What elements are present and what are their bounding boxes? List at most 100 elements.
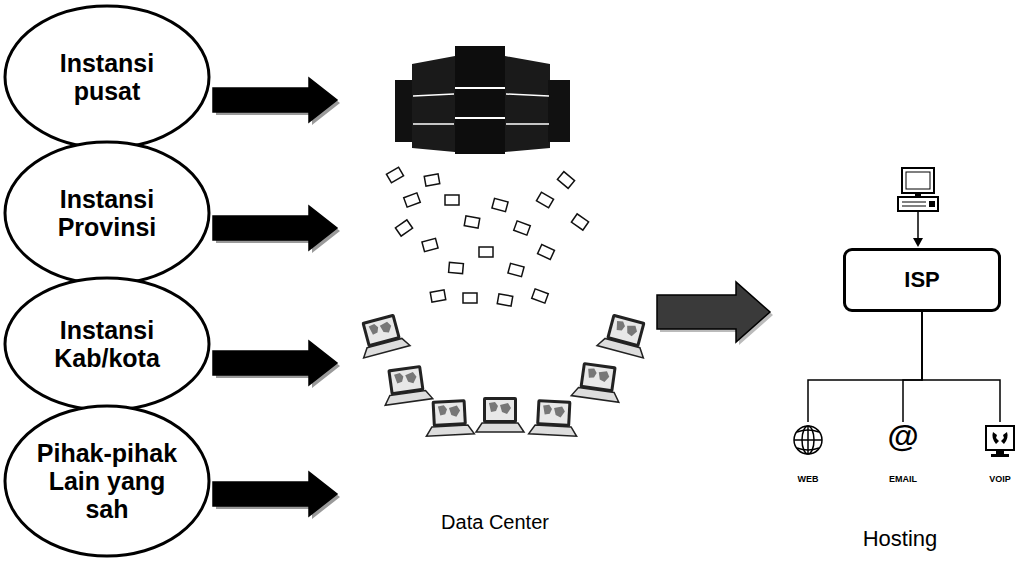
server-racks (455, 117, 505, 119)
voip-phone-icon (986, 426, 1014, 457)
flying-documents (538, 245, 555, 260)
flying-documents (557, 172, 574, 189)
block-arrow (213, 78, 337, 122)
flying-documents (532, 289, 549, 303)
server-racks (413, 94, 454, 96)
node-label: Data Center (441, 511, 549, 533)
block-arrow (213, 206, 337, 250)
flying-documents (422, 238, 438, 251)
laptop-ring (355, 312, 410, 358)
laptop-ring (529, 399, 579, 436)
flying-documents (386, 167, 588, 306)
client-computer (906, 172, 930, 189)
isp-box: ISP (843, 248, 1001, 312)
flying-documents (404, 193, 421, 207)
flying-documents (386, 167, 403, 183)
flying-documents (479, 247, 493, 257)
node-label: Pihak-pihak Lain yang sah (27, 439, 187, 523)
node-label: Instansi Kab/kota (27, 316, 187, 372)
flying-documents (445, 195, 459, 205)
block-arrow (657, 282, 770, 342)
flying-documents (571, 214, 588, 230)
laptop-ring (597, 312, 652, 358)
block-arrow (213, 206, 340, 253)
client-to-isp-arrow (913, 238, 923, 247)
web-globe-icon (794, 426, 822, 454)
block-arrow (657, 282, 773, 345)
web-globe-icon (807, 426, 809, 454)
node-label: Instansi pusat (27, 49, 187, 105)
voip-phone-icon (996, 450, 1004, 454)
ellipse-outline (5, 278, 209, 410)
flying-documents (430, 290, 446, 302)
node-label: WEB (798, 474, 819, 484)
server-racks (505, 56, 550, 152)
server-racks (506, 94, 549, 96)
client-computer (898, 197, 938, 211)
connector-line (922, 312, 1000, 422)
source-ellipse: Instansi pusat (3, 4, 211, 150)
arrow-shadow (216, 475, 340, 519)
source-ellipse: Pihak-pihak Lain yang sah (3, 404, 211, 558)
flying-documents (514, 221, 531, 235)
voip-phone-icon (986, 426, 1014, 450)
email-at-symbol: @ (883, 418, 923, 455)
connector-line (922, 312, 1000, 422)
block-arrow (213, 341, 340, 388)
arrow-shadow (216, 81, 340, 125)
source-ellipse: Instansi Kab/kota (3, 276, 211, 412)
arrow-shadow (216, 209, 340, 253)
flying-documents (395, 220, 412, 236)
connector-line (903, 312, 922, 422)
laptop-ring (571, 361, 623, 402)
flying-documents (497, 294, 513, 306)
node-label: Hosting (863, 527, 938, 552)
server-racks (412, 56, 455, 152)
server-racks (548, 80, 570, 142)
client-computer (902, 168, 934, 193)
connector-line (808, 312, 922, 422)
voip-phone-icon (991, 454, 1009, 457)
service-icon: VOIP (975, 422, 1025, 484)
client-computer (902, 202, 926, 203)
node-label: ISP (904, 268, 939, 293)
block-arrow (213, 472, 337, 516)
laptop-ring (355, 312, 653, 437)
ellipse-outline (5, 142, 209, 284)
client-to-isp-arrow (917, 211, 919, 240)
block-arrow (213, 341, 337, 385)
server-racks (455, 87, 505, 89)
client-computer (898, 168, 938, 211)
flying-documents (508, 263, 524, 276)
laptop-ring (425, 399, 475, 436)
laptop-ring (476, 397, 524, 432)
connector-line (808, 312, 922, 422)
block-arrow (213, 472, 340, 519)
server-racks (395, 46, 570, 154)
flying-documents (492, 198, 508, 211)
client-computer (929, 201, 935, 207)
data-center: Data Center (345, 30, 645, 545)
flying-documents (463, 293, 477, 303)
service-icon: WEB (783, 422, 833, 484)
node-label: Instansi Provinsi (27, 185, 187, 241)
server-racks (413, 123, 454, 125)
flying-documents (536, 192, 553, 208)
arrow-shadow (660, 285, 773, 345)
source-ellipse: Instansi Provinsi (3, 140, 211, 286)
node-label: VOIP (989, 474, 1011, 484)
client-computer (902, 206, 926, 207)
web-globe-icon (794, 426, 822, 454)
server-racks (455, 46, 505, 154)
node-label: EMAIL (889, 474, 917, 484)
arrow-shadow (216, 344, 340, 388)
flying-documents (424, 174, 440, 186)
client-to-isp-arrow (913, 211, 923, 247)
block-arrow (213, 78, 340, 125)
hosting-group: Hosting ISP WEB EMAIL VOIP (775, 160, 1025, 560)
ellipse-outline (5, 6, 209, 148)
server-racks (506, 123, 549, 125)
ellipse-outline (5, 406, 209, 556)
laptop-ring (380, 364, 432, 405)
